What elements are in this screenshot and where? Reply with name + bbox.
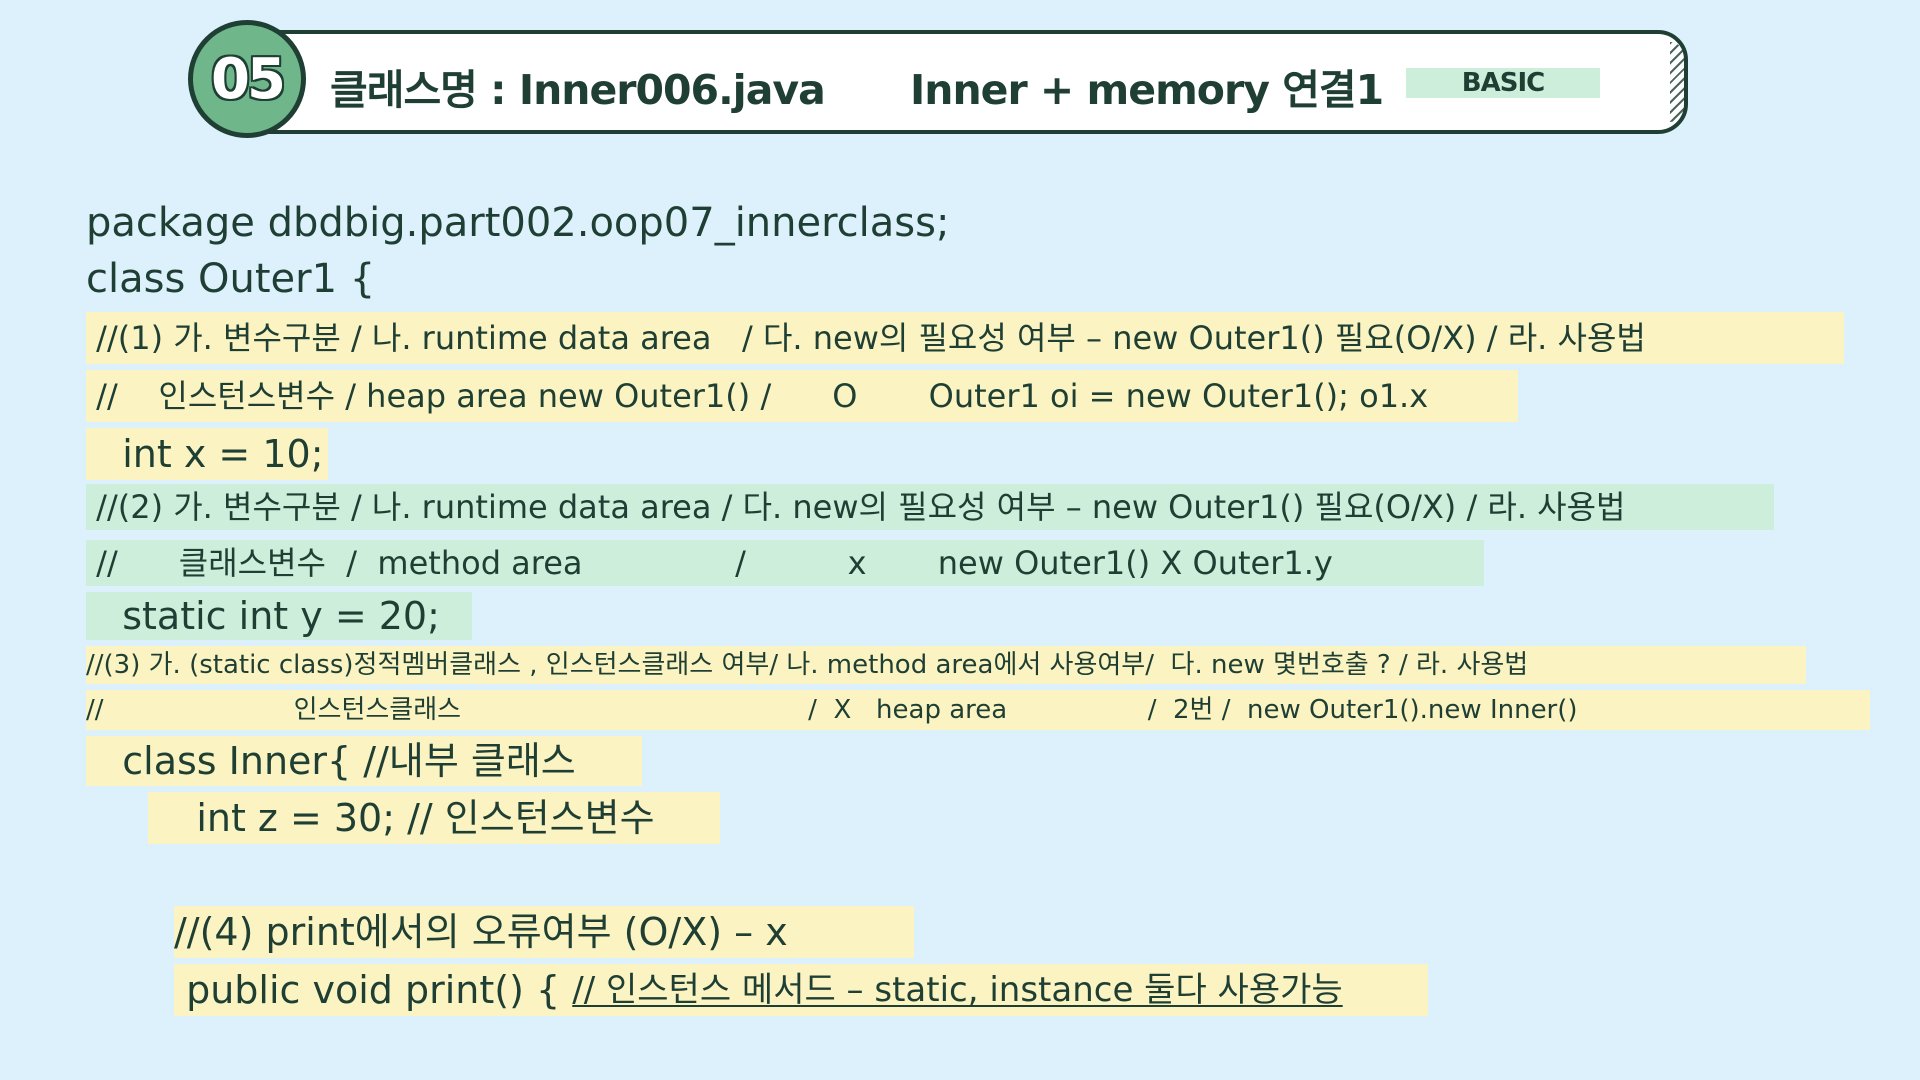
- print-method-comment: // 인스턴스 메서드 – static, instance 둘다 사용가능: [572, 970, 1343, 1010]
- comment-line-4: //(4) print에서의 오류여부 (O/X) – x: [174, 906, 914, 958]
- comment-line-1-header: //(1) 가. 변수구분 / 나. runtime data area / 다…: [86, 312, 1844, 364]
- comment-line-2-header: //(2) 가. 변수구분 / 나. runtime data area / 다…: [86, 484, 1774, 530]
- level-badge: BASIC: [1406, 68, 1600, 98]
- topic-title: Inner + memory 연결1: [910, 66, 1384, 114]
- slide-number: 05: [211, 46, 286, 112]
- code-static-y: static int y = 20;: [86, 592, 472, 640]
- code-int-z: int z = 30; // 인스턴스변수: [148, 792, 720, 844]
- header-edge-decoration: [1670, 42, 1684, 122]
- print-method-declaration: public void print() {: [174, 968, 573, 1012]
- class-name-title: 클래스명 : Inner006.java: [330, 66, 826, 114]
- slide-number-badge: 05: [188, 20, 306, 138]
- package-line: package dbdbig.part002.oop07_innerclass;: [86, 200, 950, 246]
- code-print-method: public void print() { // 인스턴스 메서드 – stat…: [174, 964, 1428, 1016]
- code-inner-class: class Inner{ //내부 클래스: [86, 736, 642, 786]
- comment-line-3-header: //(3) 가. (static class)정적멤버클래스 , 인스턴스클래스…: [86, 646, 1806, 684]
- class-outer-declaration: class Outer1 {: [86, 256, 376, 302]
- code-int-x: int x = 10;: [86, 428, 328, 480]
- comment-line-2-values: // 클래스변수 / method area / x new Outer1() …: [86, 540, 1484, 586]
- comment-line-1-values: // 인스턴스변수 / heap area new Outer1() / O O…: [86, 370, 1518, 422]
- comment-line-3-values: // 인스턴스클래스 / X heap area / 2번 / new Oute…: [86, 690, 1870, 730]
